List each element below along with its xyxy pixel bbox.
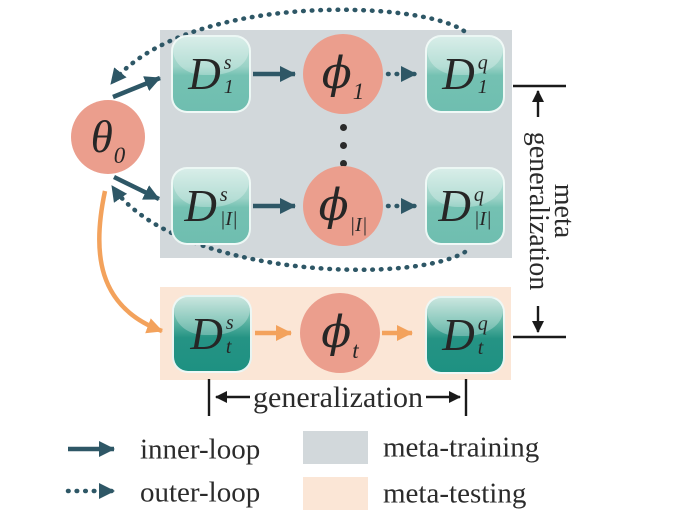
generalization-label: generalization [253, 381, 423, 414]
adapted-params-node-taskI: ϕ|I| [303, 166, 383, 246]
legend-meta-testing-swatch [303, 477, 368, 510]
legend-meta-testing-label: meta-testing [383, 477, 527, 510]
vertical-dots-icon [340, 124, 347, 167]
legend-outer-loop-label: outer-loop [140, 476, 261, 509]
legend-inner-loop-label: inner-loop [140, 433, 261, 466]
inner-loop-arrow-theta0-to-supportI [113, 174, 160, 202]
legend-meta-training-label: meta-training [383, 431, 540, 464]
inner-loop-arrow-theta0-to-support1 [112, 75, 161, 100]
test-arrow-theta0-to-supportT [96, 190, 163, 334]
meta-generalization-label: meta generalization [523, 131, 579, 291]
theta0-symbol: θ [90, 111, 113, 162]
legend-meta-training-swatch [303, 431, 368, 464]
